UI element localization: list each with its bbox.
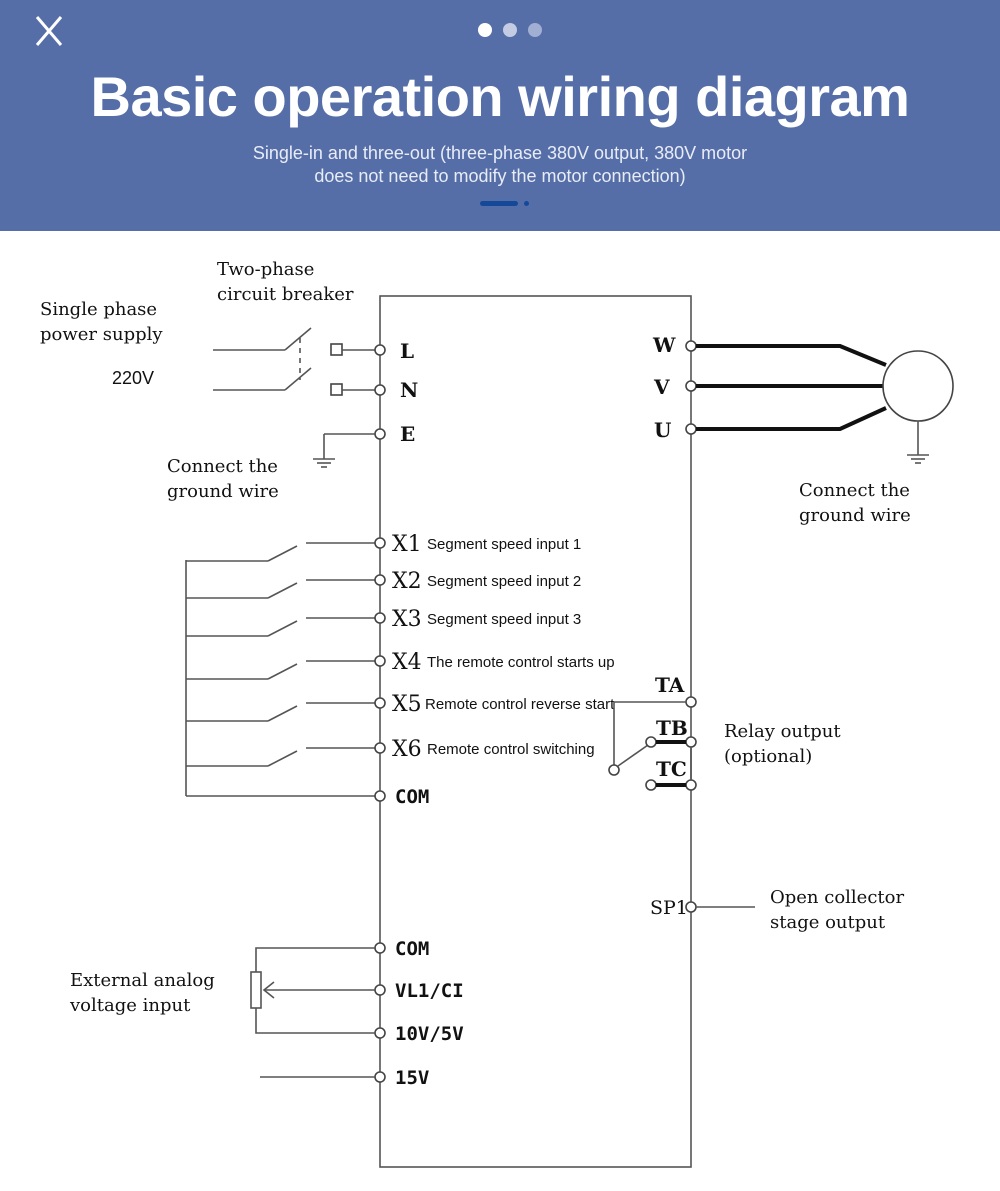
label-U: U (654, 418, 671, 442)
sp1-label-line2: stage output (770, 912, 886, 933)
switch-blade-3 (267, 620, 298, 637)
label-15V: 15V (395, 1067, 429, 1089)
label-E: E (400, 422, 415, 446)
carousel-dot-1[interactable] (478, 23, 492, 37)
motor-wiring (696, 344, 887, 431)
terminal-X1 (374, 537, 386, 549)
terminal-SP1 (685, 901, 697, 913)
desc-X3: Segment speed input 3 (427, 611, 581, 628)
terminal-X5 (374, 697, 386, 709)
ground-right-line2: ground wire (799, 505, 911, 526)
label-X1: X1 (392, 532, 422, 557)
terminal-N (374, 384, 386, 396)
terminal-V (685, 380, 697, 392)
terminal-15V (374, 1071, 386, 1083)
terminal-COM-analog (374, 942, 386, 954)
supply-voltage: 220V (112, 368, 154, 388)
switch-blade-6 (267, 750, 298, 767)
desc-X1: Segment speed input 1 (427, 536, 581, 553)
ground-icon-left (313, 433, 375, 468)
label-W: W (652, 333, 676, 357)
ground-right-line1: Connect the (799, 480, 910, 501)
relay-label-line1: Relay output (724, 721, 841, 742)
supply-label-line1: Single phase (40, 299, 157, 320)
label-V: V (653, 375, 670, 399)
ground-left-line2: ground wire (167, 481, 279, 502)
wiring-diagram: Two-phase circuit breaker Single phase p… (40, 259, 954, 1168)
subtitle-line-2: does not need to modify the motor connec… (314, 166, 686, 186)
subtitle-line-1: Single-in and three-out (three-phase 380… (252, 143, 748, 163)
label-10V: 10V/5V (395, 1023, 464, 1045)
switch-blade-4 (267, 663, 298, 680)
label-X3: X3 (392, 607, 422, 632)
sp1-label-line1: Open collector (770, 887, 904, 908)
terminal-X3 (374, 612, 386, 624)
terminal-X4 (374, 655, 386, 667)
relay-contacts (608, 696, 697, 791)
motor-icon (882, 350, 954, 422)
label-SP1: SP1 (650, 897, 688, 919)
circuit-breaker-symbol (213, 327, 375, 396)
inverter-body (379, 295, 692, 1168)
label-N: N (400, 378, 418, 402)
terminal-W (685, 340, 697, 352)
label-X5: X5 (392, 692, 422, 717)
terminal-E (374, 428, 386, 440)
terminal-VL1 (374, 984, 386, 996)
terminal-L (374, 344, 386, 356)
breaker-label-line2: circuit breaker (217, 284, 354, 305)
terminal-10V (374, 1027, 386, 1039)
label-X4: X4 (392, 650, 422, 675)
digital-input-switches (185, 560, 375, 797)
potentiometer-icon (250, 947, 375, 1078)
label-VL1: VL1/CI (395, 980, 464, 1002)
terminal-U (685, 423, 697, 435)
label-L: L (400, 339, 414, 363)
switch-blade-2 (267, 582, 298, 599)
label-COM-digital: COM (395, 786, 429, 808)
switch-blade-5 (267, 705, 298, 722)
label-TA: TA (655, 673, 685, 697)
desc-X5: Remote control reverse start (425, 696, 615, 713)
carousel-dot-3[interactable] (528, 23, 542, 37)
desc-X2: Segment speed input 2 (427, 573, 581, 590)
ground-left-line1: Connect the (167, 456, 278, 477)
page-indicator-bar (480, 201, 518, 206)
terminal-X2 (374, 574, 386, 586)
header-banner: Basic operation wiring diagram Single-in… (0, 0, 1000, 231)
page-title: Basic operation wiring diagram (90, 65, 910, 128)
close-button[interactable] (30, 12, 68, 50)
desc-X6: Remote control switching (427, 741, 595, 758)
terminal-X6 (374, 742, 386, 754)
label-X2: X2 (392, 569, 422, 594)
carousel-dot-2[interactable] (503, 23, 517, 37)
label-COM-analog: COM (395, 938, 429, 960)
label-X6: X6 (392, 737, 422, 762)
desc-X4: The remote control starts up (427, 654, 615, 671)
analog-label-line1: External analog (70, 970, 215, 991)
ground-icon-right (907, 421, 929, 464)
supply-label-line2: power supply (40, 324, 163, 345)
relay-label-line2: (optional) (724, 746, 812, 767)
breaker-label-line1: Two-phase (217, 259, 314, 280)
switch-blade-1 (267, 545, 298, 562)
analog-label-line2: voltage input (69, 995, 191, 1016)
label-TC: TC (656, 757, 687, 781)
label-TB: TB (656, 716, 688, 740)
terminal-COM-digital (374, 790, 386, 802)
close-icon (35, 16, 63, 46)
page-indicator-dot (524, 201, 529, 206)
